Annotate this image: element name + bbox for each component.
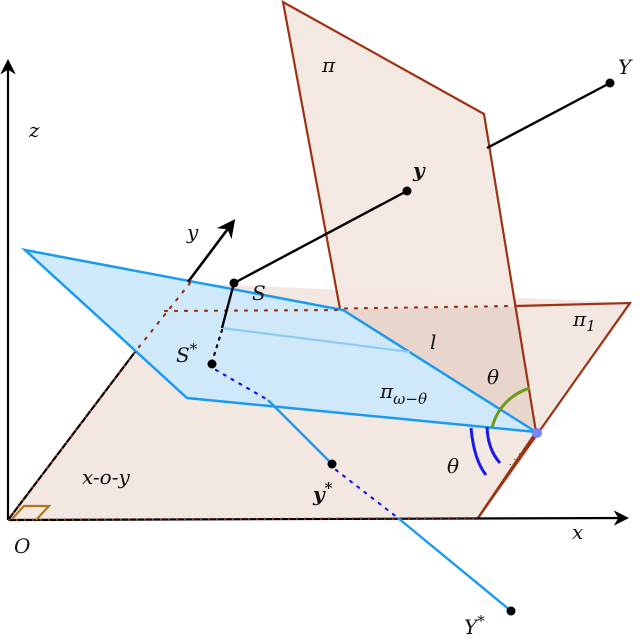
label-point-y-star: y* [312, 479, 333, 506]
label-line-l: l [430, 330, 436, 354]
label-theta-lower: θ [447, 454, 459, 478]
segment-Y [486, 81, 611, 150]
label-theta-upper: θ [487, 365, 499, 389]
point-S-star [207, 359, 217, 369]
label-plane-pi: π [321, 53, 336, 77]
label-z: z [28, 118, 40, 142]
angle-arc-lower-blue-2 [485, 426, 502, 465]
label-point-S-star: S* [176, 340, 198, 367]
segment-S-down [220, 282, 236, 329]
xoy-left-edge-overlay [7, 351, 136, 521]
segment-S-Sstar-dotted [210, 328, 224, 364]
label-point-Y: Y [618, 55, 633, 79]
segment-Sstar-dotted-blue [214, 368, 270, 402]
point-y [402, 186, 412, 196]
label-x: x [572, 520, 583, 544]
y-axis [186, 219, 236, 283]
point-y-star [327, 459, 337, 469]
segment-S-y [233, 189, 408, 285]
label-point-y: y [412, 158, 426, 182]
label-origin: O [14, 534, 30, 558]
xoy-back-edge-through [163, 308, 345, 313]
segment-ystar-dotted [334, 468, 400, 520]
vertex-point [532, 428, 542, 438]
segment-ystar-upper [267, 399, 333, 465]
segment-Ystar-lower [397, 517, 512, 612]
label-point-Y-star: Y* [464, 612, 485, 638]
plane-pi1-edge [477, 301, 633, 519]
point-Y-star [506, 606, 516, 616]
plane-pi-edge [281, 0, 538, 433]
label-plane-xoy: x-o-y [82, 465, 130, 489]
label-plane-pi1: π1 [572, 307, 596, 335]
point-Y [605, 78, 615, 88]
label-point-S: S [252, 281, 266, 305]
angle-arc-lower-blue-1 [469, 427, 488, 476]
label-y-axis: y [186, 220, 199, 244]
angle-arc-upper-green [490, 386, 531, 429]
line-l [221, 326, 411, 354]
right-angle-marker [11, 504, 52, 521]
xoy-right-edge [477, 431, 537, 519]
xoy-back-edge [163, 304, 518, 313]
x-axis [7, 510, 630, 526]
label-plane-pi-omega-theta: πω−θ [379, 379, 427, 408]
